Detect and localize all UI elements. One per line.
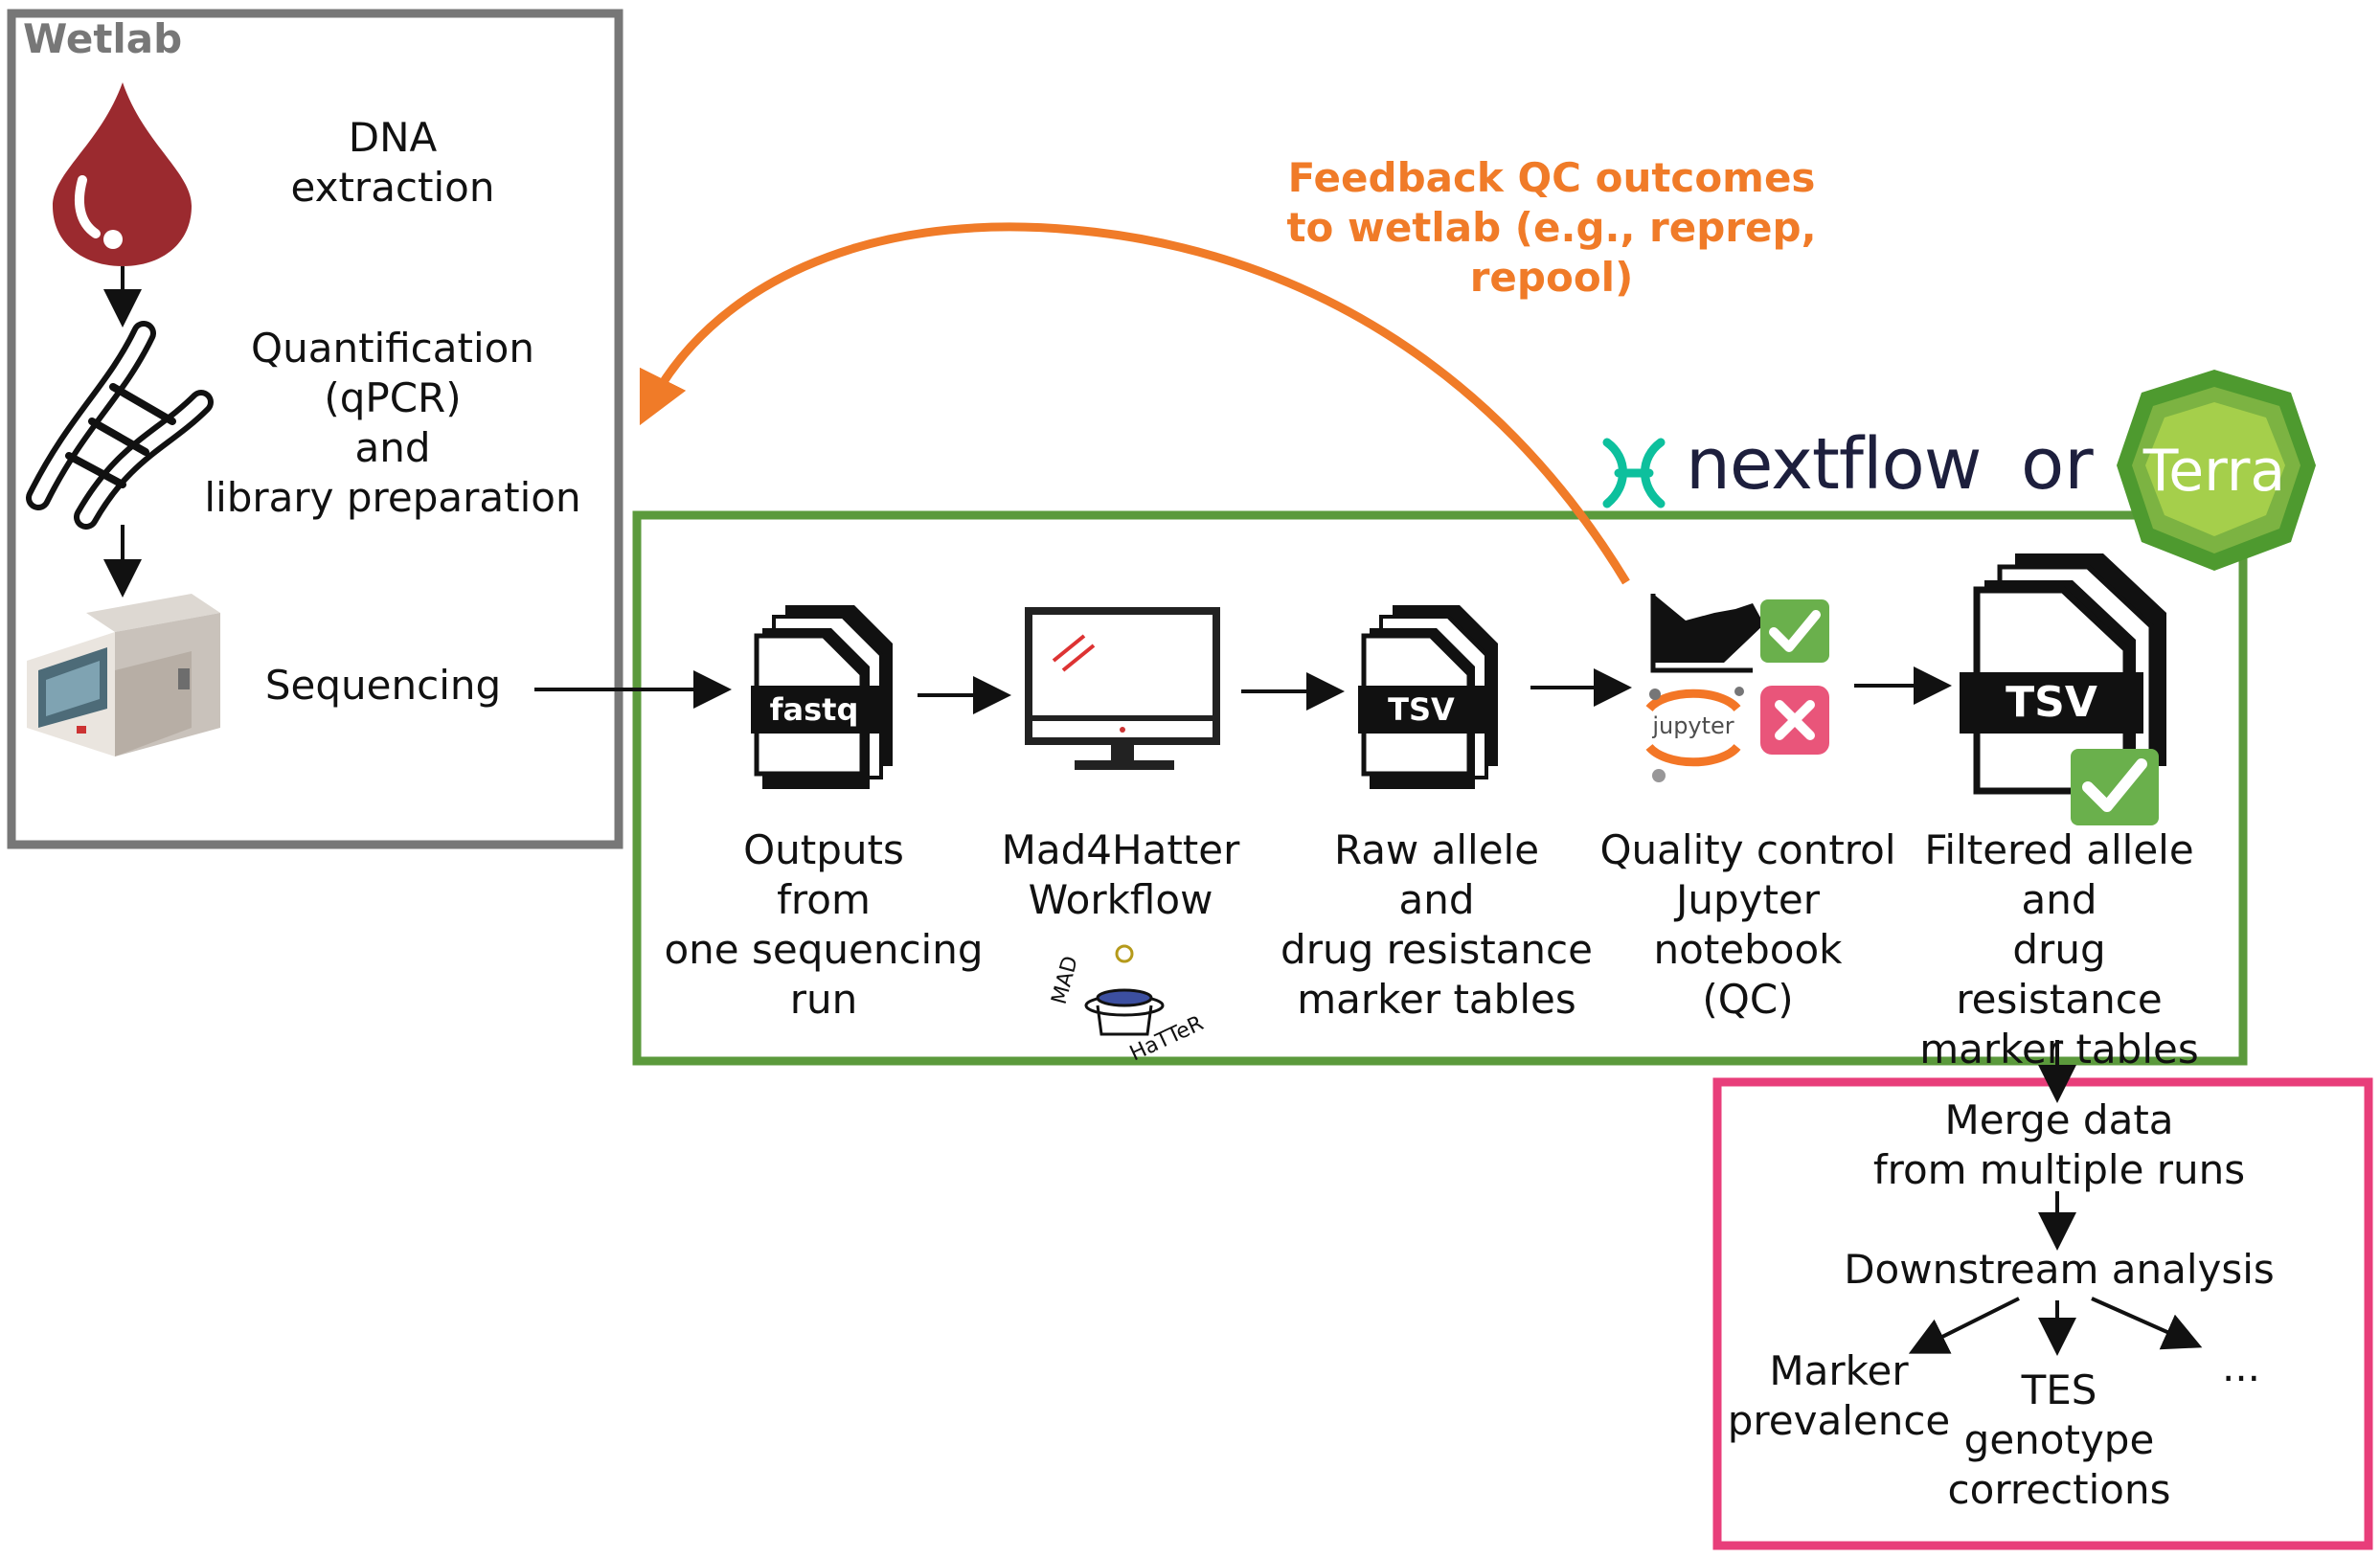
terra-logo-text: Terra xyxy=(2142,438,2285,505)
dna-helix-icon xyxy=(26,321,214,530)
chart-icon xyxy=(1650,594,1764,673)
arrow-analysis-to-more xyxy=(2091,1297,2203,1350)
fastq-badge-text: fastq xyxy=(770,691,859,728)
filtered-tables-label: Filtered allele and drug resistance mark… xyxy=(1919,826,2199,1073)
wetlab-box xyxy=(7,9,623,849)
jupyter-icon xyxy=(1645,687,1744,782)
sequencing-label: Sequencing xyxy=(264,662,502,709)
blood-drop-icon xyxy=(53,82,192,266)
cross-icon xyxy=(1760,686,1829,755)
raw-tables-label: Raw allele and drug resistance marker ta… xyxy=(1281,826,1593,1023)
sequencer-icon xyxy=(27,594,220,756)
tsv-filtered-file-icon xyxy=(1960,553,2166,825)
feedback-arrow xyxy=(639,222,1630,585)
nextflow-logo-icon xyxy=(1602,438,1666,508)
merge-label: Merge data from multiple runs xyxy=(1872,1096,2246,1193)
fastq-file-icon xyxy=(751,605,893,789)
jupyter-label: jupyter xyxy=(1651,712,1734,739)
feedback-text: Feedback QC outcomes to wetlab (e.g., re… xyxy=(1286,154,1817,301)
arrow-analysis-to-marker xyxy=(1908,1297,2020,1354)
wetlab-title: Wetlab xyxy=(23,15,183,62)
tsv-file-icon xyxy=(1358,605,1498,789)
tsv-raw-badge-text: TSV xyxy=(1388,691,1455,728)
svg-text:MAD: MAD xyxy=(1048,954,1083,1007)
dna-extraction-label: DNA extraction xyxy=(290,114,495,211)
nextflow-wordmark: nextflow xyxy=(1686,423,1982,506)
mad-hatter-logo-icon: MAD HaTTeR xyxy=(1048,944,1207,1066)
outputs-label: Outputs from one sequencing run xyxy=(664,826,984,1023)
tsv-filtered-badge-text: TSV xyxy=(2006,678,2097,727)
check-icon xyxy=(1760,599,1829,663)
analysis-label: Downstream analysis xyxy=(1844,1246,2275,1293)
marker-prevalence-label: Marker prevalence xyxy=(1727,1347,1951,1444)
pipeline-box xyxy=(632,510,2248,1066)
workflow-label: Mad4Hatter Workflow xyxy=(1001,826,1240,923)
tes-label: TES genotype corrections xyxy=(1947,1366,2171,1513)
monitor-icon xyxy=(1025,607,1220,770)
quantification-label: Quantification (qPCR) and library prepar… xyxy=(204,325,581,521)
qc-label: Quality control Jupyter notebook (QC) xyxy=(1599,826,1896,1023)
terra-logo-icon xyxy=(2117,370,2316,571)
or-word: or xyxy=(2021,423,2094,506)
more-label: ... xyxy=(2221,1343,2261,1390)
